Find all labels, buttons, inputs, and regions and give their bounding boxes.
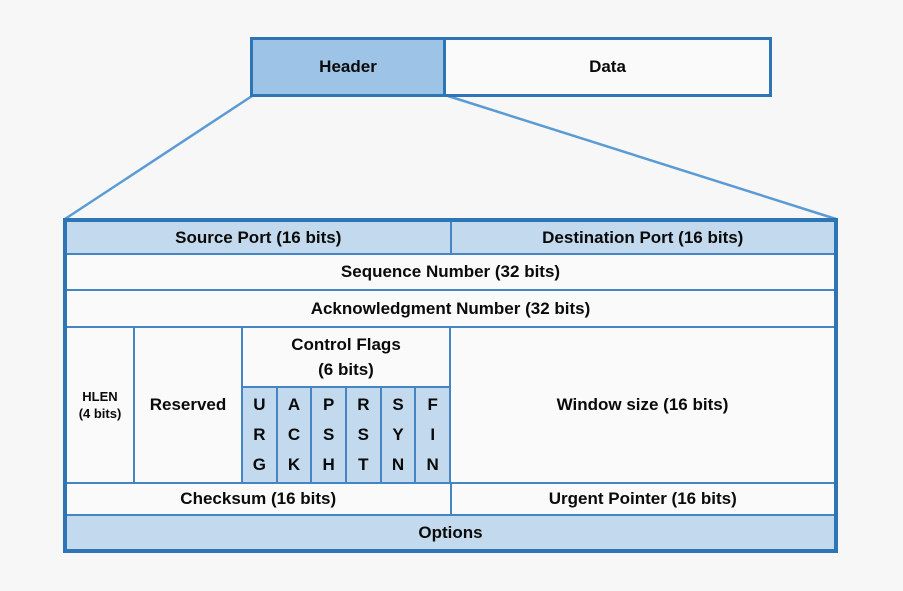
urgent-pointer-cell: Urgent Pointer (16 bits) <box>548 489 737 508</box>
flag-psh-cell: P S H <box>312 388 348 482</box>
flag-ack-cell: A C K <box>277 388 313 482</box>
options-cell: Options <box>67 516 834 549</box>
sequence-number-cell: Sequence Number (32 bits) <box>340 262 561 281</box>
acknowledgment-number-cell: Acknowledgment Number (32 bits) <box>310 298 591 318</box>
reserved-cell: Reserved <box>135 328 243 482</box>
connector-line-left <box>64 94 253 221</box>
segment-data-label: Data <box>589 57 626 76</box>
flag-rst-cell: R S T <box>347 388 382 482</box>
window-size-cell: Window size (16 bits) <box>556 395 729 414</box>
row-acknowledgment-number: Acknowledgment Number (32 bits) <box>67 291 834 328</box>
row-options: Options <box>67 516 834 549</box>
segment-header-label: Header <box>319 57 377 76</box>
control-flags-group: Control Flags (6 bits) U R G A C K P S H… <box>243 328 451 482</box>
control-flags-cells: U R G A C K P S H R S T S Y N F I N <box>243 388 450 482</box>
control-flags-title: Control Flags (6 bits) <box>243 328 449 388</box>
flag-fin-cell: F I N <box>416 388 450 482</box>
row-ports: Source Port (16 bits) Destination Port (… <box>67 222 834 255</box>
segment-bar: Header Data <box>250 37 772 97</box>
row-sequence-number: Sequence Number (32 bits) <box>67 255 834 291</box>
destination-port-cell: Destination Port (16 bits) <box>451 222 834 253</box>
segment-data-cell: Data <box>446 40 769 94</box>
flag-urg-cell: U R G <box>243 388 278 482</box>
source-port-cell: Source Port (16 bits) <box>67 222 452 253</box>
hlen-cell: HLEN (4 bits) <box>67 328 135 482</box>
connector-line-right <box>447 94 837 221</box>
row-hlen-flags-window: HLEN (4 bits) Reserved Control Flags (6 … <box>67 328 834 484</box>
segment-header-cell: Header <box>253 40 446 94</box>
tcp-header-table: Source Port (16 bits) Destination Port (… <box>63 218 838 553</box>
flag-syn-cell: S Y N <box>381 388 417 482</box>
checksum-cell: Checksum (16 bits) <box>67 484 452 514</box>
row-checksum: Checksum (16 bits) Urgent Pointer (16 bi… <box>67 484 834 516</box>
